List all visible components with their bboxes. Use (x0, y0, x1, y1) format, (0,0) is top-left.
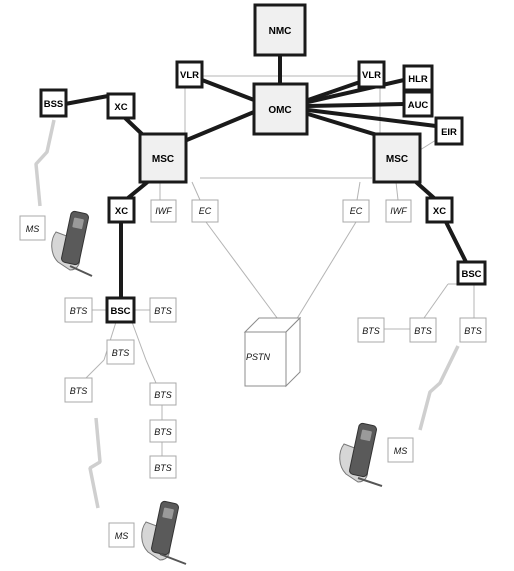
bts-l5-label: BTS (154, 390, 172, 400)
hlr-node: HLR (402, 64, 434, 92)
ms-left-node: MS (19, 215, 46, 241)
bts-l4-node: BTS (64, 377, 93, 403)
vlr-left-node: VLR (175, 60, 204, 89)
bts-l7-node: BTS (149, 455, 177, 479)
eir-node: EIR (434, 116, 464, 146)
xc-left-label: XC (115, 206, 128, 217)
vlr-right-node: VLR (357, 60, 386, 89)
bts-r2-label: BTS (414, 326, 432, 336)
radio-link-right-bts (418, 345, 460, 431)
ms-right-label: MS (394, 446, 408, 456)
xc-left-node: XC (107, 196, 136, 224)
bsc-left-label: BSC (110, 306, 130, 317)
bts-r3-node: BTS (459, 317, 487, 343)
mobile-phone-icon (51, 210, 93, 277)
iwf-left-node: IWF (150, 199, 177, 223)
bts-l1-label: BTS (70, 306, 88, 316)
ec-left-node: EC (191, 199, 219, 223)
ms-right-node: MS (387, 437, 414, 463)
bts-l1-node: BTS (64, 297, 93, 323)
bts-l5-node: BTS (149, 382, 177, 406)
hlr-label: HLR (408, 74, 428, 85)
iwf-left-label: IWF (155, 206, 172, 216)
xc-right-label: XC (433, 206, 446, 217)
omc-node: OMC (252, 82, 309, 136)
msc-left-label: MSC (152, 154, 174, 165)
bts-l4-label: BTS (70, 386, 88, 396)
mobile-phone-icon (339, 422, 383, 487)
ec-right-label: EC (350, 206, 363, 216)
bts-l7-label: BTS (154, 463, 172, 473)
nmc-label: NMC (269, 26, 292, 37)
xc-top-left-label: XC (114, 102, 127, 113)
msc-right-label: MSC (386, 154, 408, 165)
auc-label: AUC (408, 100, 429, 111)
iwf-right-label: IWF (390, 206, 407, 216)
bss-label: BSS (44, 99, 64, 110)
radio-links (34, 119, 460, 509)
omc-label: OMC (268, 105, 291, 116)
ms-left-label: MS (26, 224, 40, 234)
eir-label: EIR (441, 127, 457, 138)
vlr-right-label: VLR (362, 70, 381, 81)
bts-l3-label: BTS (112, 348, 130, 358)
xc-top-left-node: XC (106, 92, 136, 120)
mobile-phone-icon (141, 500, 187, 565)
bts-l3-node: BTS (106, 339, 135, 365)
bts-l6-node: BTS (149, 419, 177, 443)
radio-link-left-bts (88, 417, 102, 509)
bts-r1-label: BTS (362, 326, 380, 336)
bts-l2-label: BTS (154, 306, 172, 316)
xc-right-node: XC (425, 196, 454, 224)
ec-left-label: EC (199, 206, 212, 216)
bts-l6-label: BTS (154, 427, 172, 437)
ec-right-node: EC (342, 199, 370, 223)
bts-l2-node: BTS (149, 297, 177, 323)
bss-node: BSS (39, 88, 68, 118)
pstn-label: PSTN (246, 352, 271, 362)
pstn-node: PSTN (243, 316, 302, 388)
bsc-left-node: BSC (105, 296, 136, 324)
vlr-left-label: VLR (180, 70, 199, 81)
msc-right-node: MSC (372, 132, 422, 184)
ms-bottom-node: MS (108, 522, 135, 548)
nmc-node: NMC (253, 3, 307, 57)
radio-link-bss (34, 119, 56, 207)
msc-left-node: MSC (138, 132, 188, 184)
ms-bottom-label: MS (115, 531, 129, 541)
bts-r2-node: BTS (409, 317, 437, 343)
bts-r3-label: BTS (464, 326, 482, 336)
bsc-right-node: BSC (456, 260, 487, 286)
iwf-right-node: IWF (385, 199, 412, 223)
bsc-right-label: BSC (461, 269, 481, 280)
auc-node: AUC (402, 90, 434, 118)
thick-connections (63, 53, 468, 300)
bts-r1-node: BTS (357, 317, 385, 343)
